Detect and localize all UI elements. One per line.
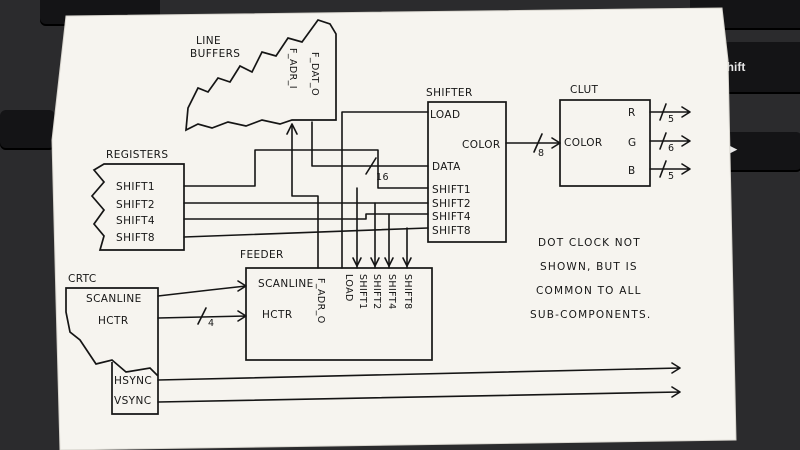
feeder-load: LOAD — [343, 274, 354, 302]
note-line-2: SHOWN, BUT IS — [540, 261, 638, 273]
bus-width-data: 16 — [376, 172, 389, 183]
feeder-shift4: SHIFT4 — [386, 274, 397, 310]
crtc-title: CRTC — [68, 273, 97, 285]
feeder-f-adr: F_ADR_O — [315, 278, 326, 324]
crtc-vsync: VSYNC — [114, 395, 151, 407]
bus-width-color: 8 — [538, 148, 544, 159]
crtc-hctr: HCTR — [98, 315, 129, 327]
line-buffers-label-2: BUFFERS — [190, 48, 240, 60]
clut-output-g: G — [628, 137, 637, 149]
feeder-scanline: SCANLINE — [258, 278, 314, 290]
feeder-hctr: HCTR — [262, 309, 293, 321]
shifter-load: LOAD — [430, 109, 460, 121]
feeder-shift2: SHIFT2 — [371, 274, 382, 310]
shifter-port-shift2: SHIFT2 — [432, 198, 471, 210]
clut-width-b: 5 — [668, 171, 674, 182]
registers-port-shift2: SHIFT2 — [116, 199, 155, 211]
registers-port-shift1: SHIFT1 — [116, 181, 155, 193]
line-buffers-label-1: LINE — [196, 35, 221, 47]
clut-output-b: B — [628, 165, 636, 177]
clut-width-r: 5 — [668, 114, 674, 125]
feeder-shift1: SHIFT1 — [357, 274, 368, 310]
note-line-1: DOT CLOCK NOT — [538, 237, 641, 249]
note-line-3: COMMON TO ALL — [536, 285, 642, 297]
registers-title: REGISTERS — [106, 149, 168, 161]
shifter-port-shift1: SHIFT1 — [432, 184, 471, 196]
crtc-scanline: SCANLINE — [86, 293, 142, 305]
registers-port-shift8: SHIFT8 — [116, 232, 155, 244]
bus-width-hctr: 4 — [208, 318, 214, 329]
note-line-4: SUB-COMPONENTS. — [530, 309, 651, 321]
shifter-port-shift8: SHIFT8 — [432, 225, 471, 237]
shifter-color: COLOR — [462, 139, 501, 151]
feeder-title: FEEDER — [240, 249, 284, 261]
crtc-hsync: HSYNC — [114, 375, 152, 387]
clut-width-g: 6 — [668, 143, 674, 154]
feeder-shift8: SHIFT8 — [402, 274, 413, 310]
line-buffers-f-dat: F_DAT_O — [309, 52, 320, 96]
clut-title: CLUT — [570, 84, 599, 96]
line-buffers-f-adr: F_ADR_I — [287, 48, 298, 89]
shifter-data: DATA — [432, 161, 461, 173]
clut-output-r: R — [628, 107, 636, 119]
registers-port-shift4: SHIFT4 — [116, 215, 155, 227]
clut-color: COLOR — [564, 137, 603, 149]
shifter-port-shift4: SHIFT4 — [432, 211, 471, 223]
shifter-title: SHIFTER — [426, 87, 473, 99]
